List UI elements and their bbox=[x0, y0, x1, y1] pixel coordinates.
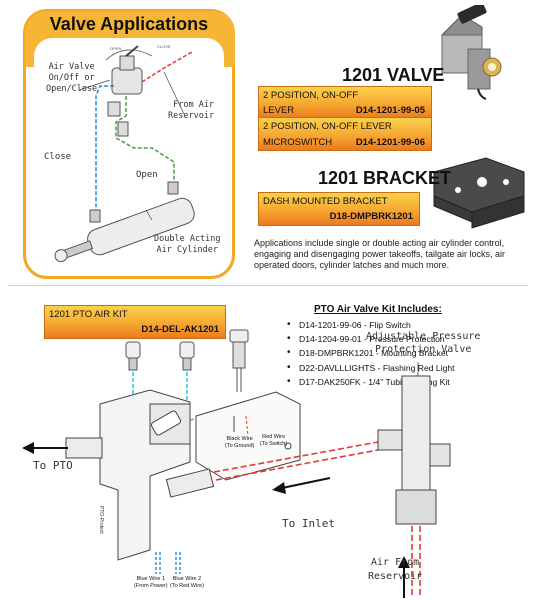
valve-option-1-desc: 2 POSITION, ON-OFF bbox=[263, 90, 359, 101]
kit-item: D18-DMPBRK1201 - Mounting Bracket bbox=[287, 347, 455, 358]
bracket-desc: DASH MOUNTED BRACKET bbox=[263, 196, 388, 207]
kit-diagram bbox=[22, 329, 451, 598]
kit-heading: PTO Air Valve Kit Includes: bbox=[314, 304, 442, 315]
kit-box-title: 1201 PTO AIR KIT bbox=[49, 309, 128, 320]
label-close-small: CLOSE bbox=[157, 44, 171, 49]
section-divider bbox=[8, 285, 528, 286]
valve-option-2-desc: 2 POSITION, ON-OFF LEVER bbox=[263, 121, 392, 132]
bracket-code: D18-DMPBRK1201 bbox=[329, 211, 413, 222]
applications-diagram bbox=[54, 45, 195, 263]
arrow-from-reservoir bbox=[398, 556, 410, 598]
label-from-air-reservoir: From Air Reservoir bbox=[168, 100, 215, 121]
valve-top bbox=[119, 55, 135, 71]
label-blue-wire-1: Blue Wire 1 (From Power) bbox=[134, 576, 168, 589]
kit-item: D22-DAVLLLIGHTS - Flashing Red Light bbox=[287, 362, 455, 373]
label-to-pto: To PTO bbox=[33, 459, 73, 472]
label-to-inlet: To Inlet bbox=[282, 517, 335, 530]
kit-item: D14-1204-99-01 - Pressure Protection bbox=[287, 333, 455, 344]
arrow-to-pto bbox=[22, 442, 68, 454]
bracket-box: DASH MOUNTED BRACKET D18-DMPBRK1201 bbox=[258, 192, 420, 226]
valve-option-box-1: 2 POSITION, ON-OFF LEVER D14-1201-99-05 bbox=[258, 86, 432, 119]
bracket-product-image bbox=[433, 157, 525, 229]
red-air-line bbox=[141, 51, 193, 83]
valve-option-1-code: D14-1201-99-05 bbox=[355, 105, 425, 116]
fitting-knob-right bbox=[179, 341, 195, 371]
panel-title: Valve Applications bbox=[49, 14, 209, 34]
applications-text: Applications include single or double ac… bbox=[254, 238, 505, 270]
valve-option-box-2: 2 POSITION, ON-OFF LEVER MICROSWITCH D14… bbox=[258, 117, 432, 151]
valve-product-image bbox=[441, 5, 502, 100]
label-red-wire: Red Wire (To Switch) bbox=[260, 434, 288, 447]
kit-list: D14-1201-99-06 - Flip Switch D14-1204-99… bbox=[287, 319, 455, 391]
part-label: PTO-Protect bbox=[98, 506, 104, 534]
label-open-small: OPEN bbox=[110, 46, 122, 51]
kit-box-code: D14-DEL-AK1201 bbox=[141, 324, 219, 335]
valve-option-2-desc2: MICROSWITCH bbox=[263, 137, 333, 148]
label-blue-wire-2: Blue Wire 2 (To Red Wire) bbox=[170, 576, 204, 589]
label-double-acting: Double Acting Air Cylinder bbox=[154, 234, 221, 255]
label-air-valve: Air Valve On/Off or Open/Close bbox=[46, 62, 98, 94]
red-line-upper bbox=[213, 441, 379, 473]
label-adjustable-pressure: Adjustable Pressure Protection Valve bbox=[366, 331, 481, 355]
lever-arc bbox=[105, 49, 153, 61]
flashing-red-light bbox=[229, 329, 249, 392]
fitting-knob-left bbox=[125, 341, 141, 371]
label-open: Open bbox=[136, 170, 158, 180]
kit-item: D14-1201-99-06 - Flip Switch bbox=[287, 319, 455, 330]
valve-title: 1201 VALVE bbox=[342, 65, 445, 85]
valve-applications-panel: Valve Applications Air Valve On/Off or O… bbox=[23, 9, 235, 279]
valve-body bbox=[111, 67, 143, 95]
valve-option-2-code: D14-1201-99-06 bbox=[355, 137, 425, 148]
arrow-to-inlet bbox=[272, 477, 331, 494]
label-close: Close bbox=[44, 152, 72, 162]
pressure-protection-valve bbox=[377, 375, 451, 525]
blue-air-line bbox=[95, 85, 114, 218]
green-air-line bbox=[115, 96, 175, 184]
bracket-title: 1201 BRACKET bbox=[318, 168, 452, 188]
kit-box: 1201 PTO AIR KIT D14-DEL-AK1201 bbox=[44, 305, 226, 339]
air-cylinder bbox=[54, 197, 195, 263]
label-air-from-reservoir: Air From Reservoir bbox=[368, 557, 423, 582]
valve-option-1-desc2: LEVER bbox=[263, 105, 295, 116]
kit-item: D17-DAK250FK - 1/4" Tubing/Fitting Kit bbox=[287, 376, 455, 387]
label-black-wire: Black Wire (To Ground) bbox=[225, 436, 255, 449]
red-line-lower bbox=[215, 449, 379, 481]
